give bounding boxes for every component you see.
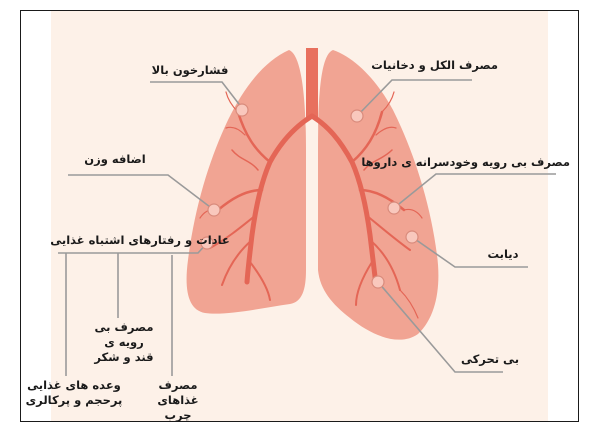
label-fatty-line1: مصرف غذاهای [138, 378, 218, 408]
label-meals-line1: وعده های غذایی [24, 378, 124, 393]
marker-alcohol [351, 110, 363, 122]
leader-weight [68, 175, 214, 210]
marker-inactivity [372, 276, 384, 288]
leader-high-bp [150, 82, 242, 108]
label-alcohol: مصرف الکل و دخانیات [388, 58, 498, 73]
label-diabetes: دیابت [478, 247, 528, 262]
marker-high-bp [236, 104, 248, 116]
label-weight: اضافه وزن [60, 152, 170, 167]
label-fatty-line2: چرب [138, 408, 218, 423]
marker-weight [208, 204, 220, 216]
marker-diabetes [406, 231, 418, 243]
label-drugs: مصرف بی رویه وخودسرانه ی داروها [392, 155, 570, 170]
marker-drugs [388, 202, 400, 214]
label-meals: وعده های غذایی پرحجم و پرکالری [24, 378, 124, 408]
label-meals-line2: پرحجم و پرکالری [24, 393, 124, 408]
label-high-bp: فشارخون بالا [150, 63, 230, 78]
trachea [306, 48, 318, 118]
label-sugar-line2: قند و شکر [82, 350, 166, 365]
label-habits: عادات و رفتارهای اشتباه غذایی [50, 233, 230, 248]
label-inactivity: بی تحرکی [460, 352, 520, 367]
label-fatty: مصرف غذاهای چرب [138, 378, 218, 423]
label-sugar: مصرف بی رویه ی قند و شکر [82, 320, 166, 365]
label-sugar-line1: مصرف بی رویه ی [82, 320, 166, 350]
